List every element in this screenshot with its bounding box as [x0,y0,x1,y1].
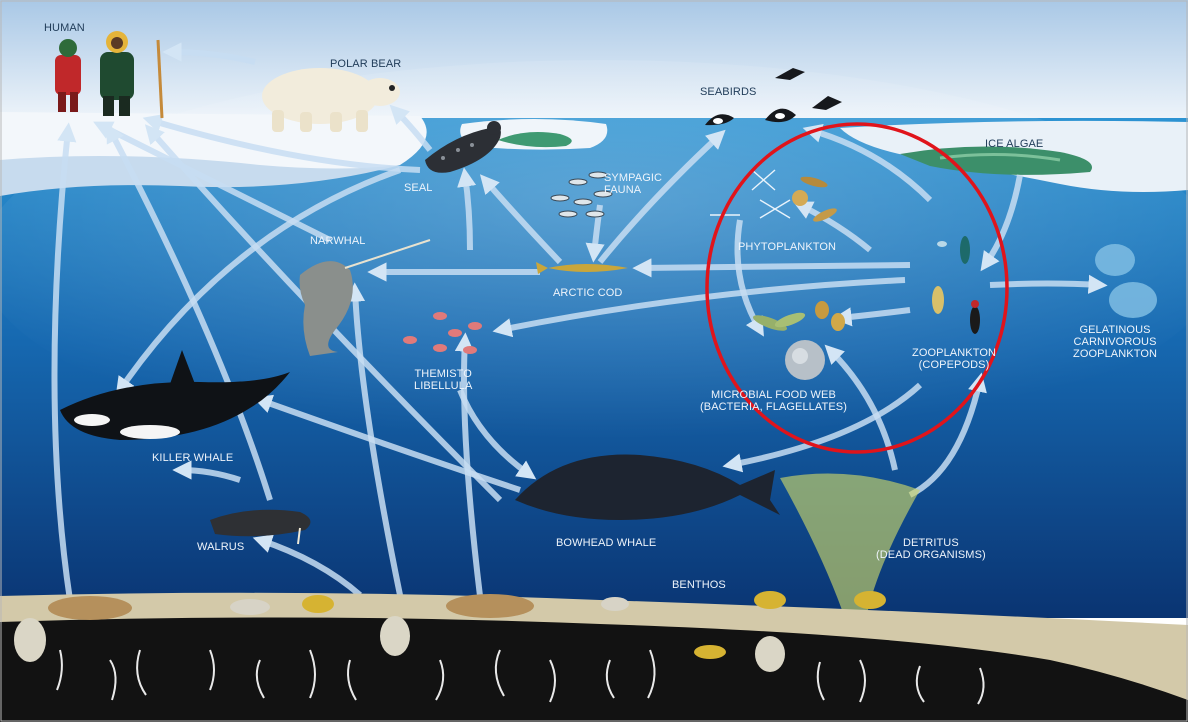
label-walrus: WALRUS [197,541,244,553]
label-sympagic-fauna: SYMPAGIC FAUNA [604,172,662,196]
label-benthos: BENTHOS [672,579,726,591]
label-human: HUMAN [44,22,85,34]
label-gelatinous-zooplankton: GELATINOUS CARNIVOROUS ZOOPLANKTON [1073,324,1157,360]
label-seal: SEAL [404,182,433,194]
label-killer-whale: KILLER WHALE [152,452,233,464]
label-seabirds: SEABIRDS [700,86,756,98]
label-phytoplankton: PHYTOPLANKTON [738,241,836,253]
label-polar-bear: POLAR BEAR [330,58,401,70]
label-narwhal: NARWHAL [310,235,366,247]
label-bowhead-whale: BOWHEAD WHALE [556,537,656,549]
label-detritus: DETRITUS (DEAD ORGANISMS) [876,537,986,561]
label-themisto: THEMISTO LIBELLULA [414,368,472,392]
label-arctic-cod: ARCTIC COD [553,287,622,299]
label-microbial-food-web: MICROBIAL FOOD WEB (BACTERIA, FLAGELLATE… [700,389,847,413]
label-zooplankton: ZOOPLANKTON (COPEPODS) [912,347,996,371]
label-ice-algae: ICE ALGAE [985,138,1043,150]
